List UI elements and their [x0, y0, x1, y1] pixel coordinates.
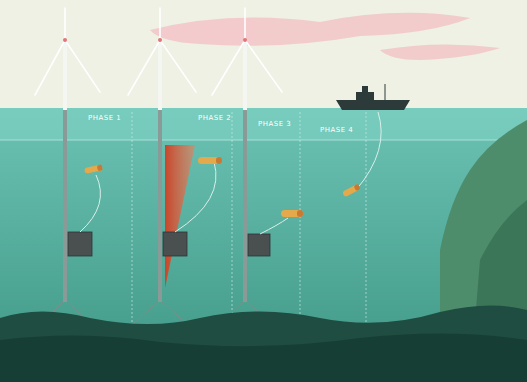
surface-line — [0, 140, 527, 141]
surface-band — [0, 108, 527, 140]
ship — [336, 84, 410, 110]
seabed — [0, 305, 527, 382]
phase-label: PHASE 3 — [258, 120, 291, 128]
clouds — [150, 13, 500, 60]
phase-label: PHASE 2 — [198, 114, 231, 122]
phase-label: PHASE 4 — [320, 126, 353, 134]
phase-dividers — [132, 112, 366, 330]
tethers — [80, 112, 381, 234]
auvs — [84, 157, 361, 217]
sea — [0, 108, 527, 382]
turbines — [35, 8, 282, 325]
sky — [0, 0, 527, 110]
phase-label: PHASE 1 — [88, 114, 121, 122]
seabed-shade — [0, 333, 527, 382]
subsea-units — [68, 232, 270, 256]
scan-wedge — [165, 145, 195, 288]
